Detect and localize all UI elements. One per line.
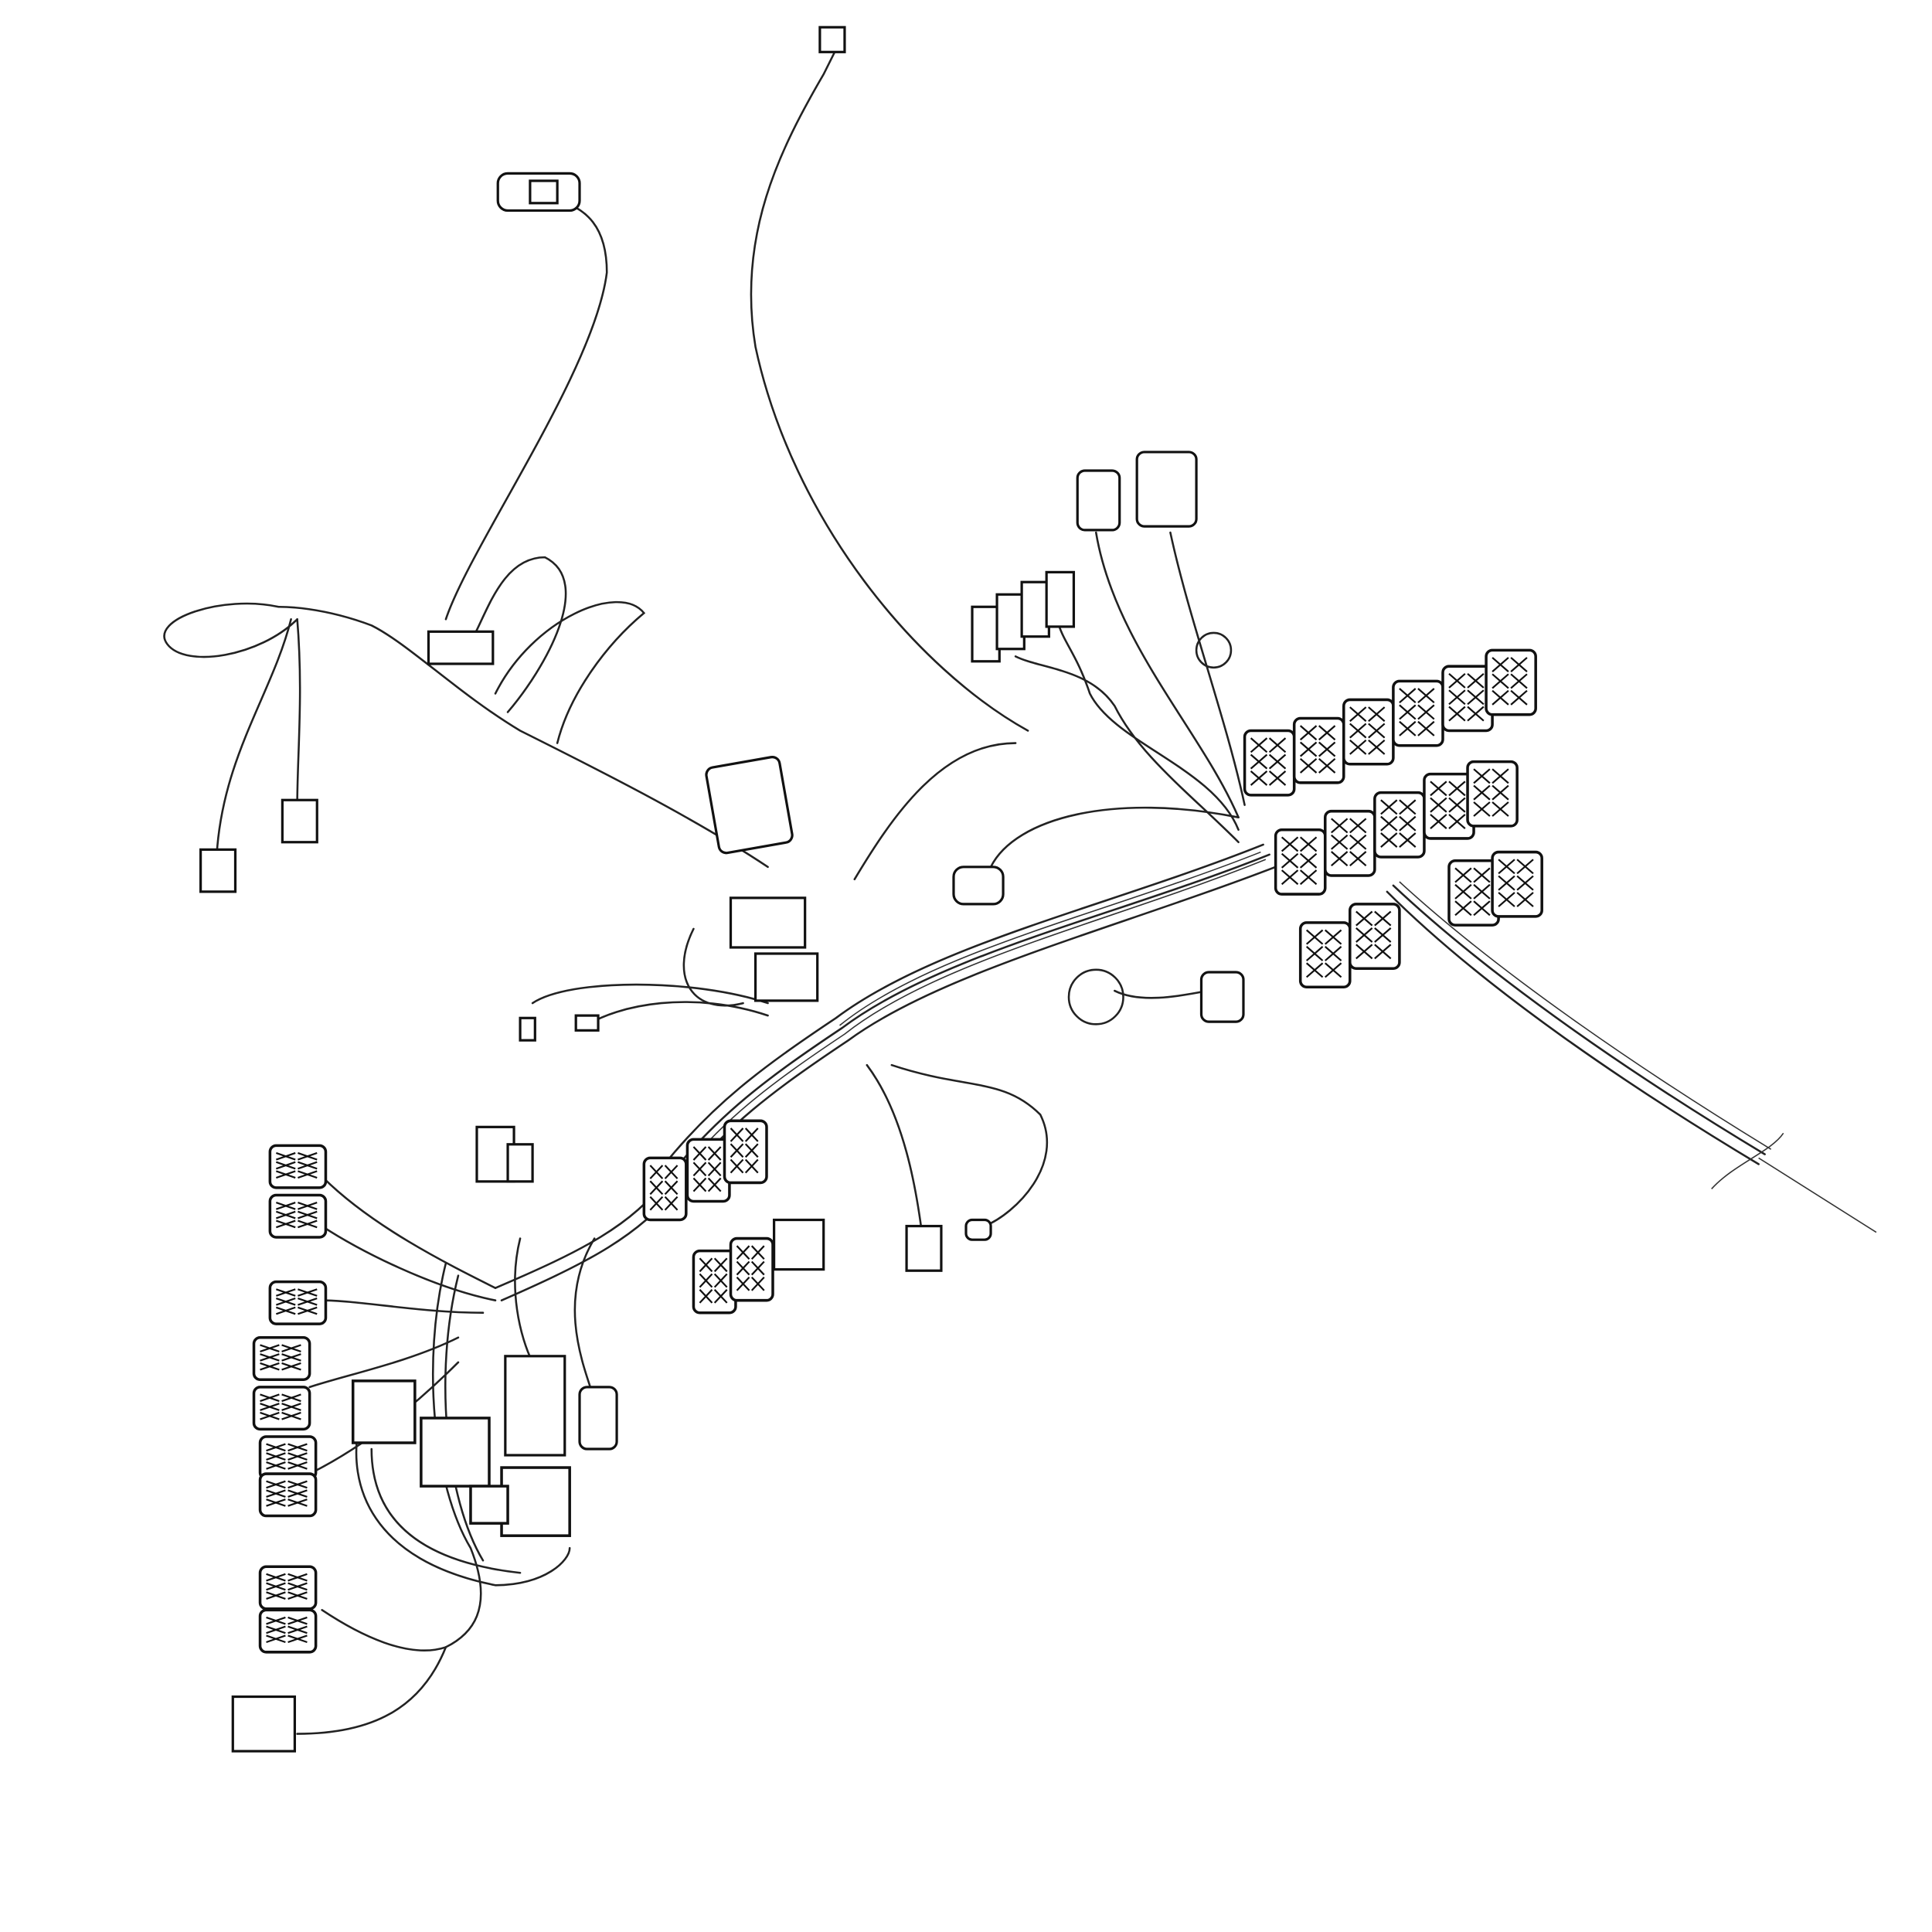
multi-pin-connector: [268, 1280, 328, 1325]
multi-pin-connector: [1447, 859, 1500, 927]
mid-left-connector: [427, 630, 495, 665]
multi-pin-connector: [685, 1138, 731, 1203]
upper-right-branches: [853, 531, 1246, 881]
upright-connector-1: [1076, 469, 1121, 532]
multi-pin-connector: [1441, 665, 1494, 733]
multi-pin-connector: [1292, 716, 1345, 784]
cluster-dark-modules: [351, 1379, 571, 1537]
multi-pin-connector: [258, 1472, 318, 1518]
multi-pin-connector: [258, 1435, 318, 1481]
lower-connector-2: [964, 1218, 992, 1241]
multi-pin-connector: [1349, 903, 1401, 970]
multi-pin-connector: [258, 1565, 318, 1611]
multi-pin-connector: [1243, 729, 1296, 797]
multi-pin-connector: [1392, 679, 1444, 747]
far-left-connector-1: [199, 848, 237, 893]
multi-pin-connector: [1274, 828, 1327, 896]
multi-pin-connector: [1491, 850, 1543, 918]
connector-bank-mid: [642, 1119, 774, 1315]
right-small-connector: [1199, 971, 1245, 1023]
connectors: [199, 26, 1245, 1753]
main-trunk: [494, 843, 1277, 1301]
mid-connector-2: [475, 1125, 534, 1183]
center-block: [729, 896, 819, 1002]
pin-2: [574, 1014, 600, 1032]
left-cluster-wires: [296, 1175, 571, 1735]
multi-pin-connector: [252, 1386, 311, 1431]
mid-connector-1: [773, 1218, 825, 1271]
multi-pin-connector: [1423, 772, 1475, 840]
upper-left-connector: [496, 172, 581, 213]
connector-bank-left: [252, 1144, 328, 1654]
multi-pin-connector: [642, 1156, 688, 1222]
multi-pin-connector: [1466, 760, 1519, 828]
top-long-wire: [750, 48, 1029, 732]
top-connector: [818, 26, 846, 53]
multi-pin-connector: [723, 1119, 768, 1185]
multi-pin-connector: [268, 1193, 328, 1239]
bottom-connector: [231, 1695, 297, 1753]
multi-pin-connector: [1342, 698, 1395, 766]
small-connector: [952, 866, 1005, 906]
multi-pin-connector: [258, 1608, 318, 1654]
multi-pin-connector: [268, 1144, 328, 1189]
lower-mid-connector-1: [504, 1355, 566, 1457]
multi-pin-connector: [1298, 921, 1352, 989]
lower-mid-connector-2: [578, 1386, 618, 1451]
pin-1: [519, 1016, 536, 1042]
center-connector: [705, 756, 794, 855]
far-left-connector-2: [281, 798, 318, 844]
multi-pin-connector: [1373, 791, 1426, 859]
multi-pin-connector: [1485, 648, 1537, 716]
tail-bundle: [1386, 881, 1877, 1233]
connector-bank-right: [1243, 648, 1543, 989]
multi-pin-connector: [1323, 809, 1376, 877]
lower-connector-1: [905, 1224, 943, 1272]
multi-pin-connector: [252, 1336, 311, 1382]
lower-branches: [514, 927, 1209, 1401]
upright-connector-2: [1135, 451, 1198, 528]
multi-pin-connector: [729, 1236, 774, 1302]
relay-block: [971, 570, 1076, 663]
upper-left-branch: [163, 203, 769, 869]
